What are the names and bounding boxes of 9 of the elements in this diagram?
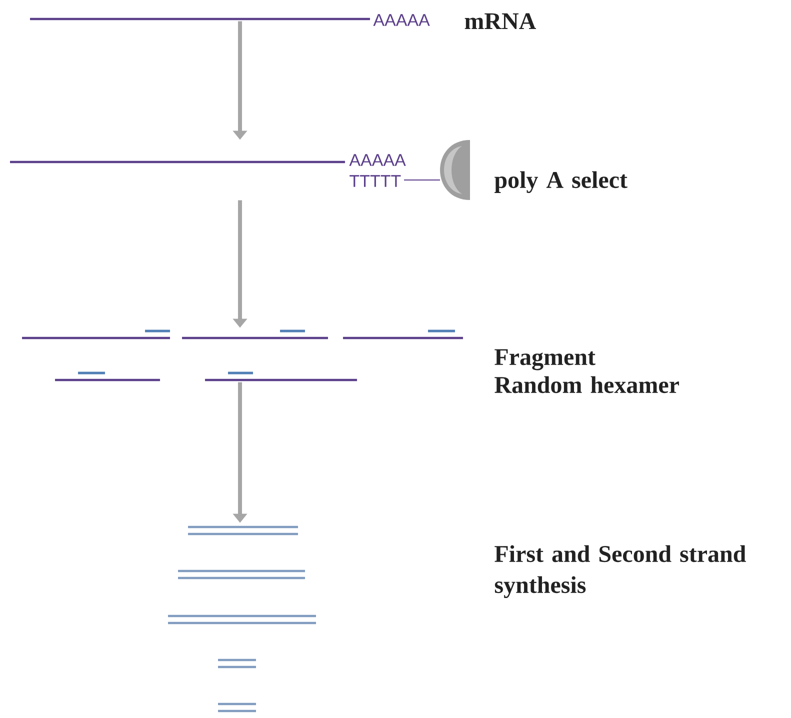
step-label: First and Second strand synthesis (494, 545, 746, 598)
mrna-strand-drawing (30, 18, 370, 20)
seq-text: TTTTT (350, 175, 401, 187)
fragments-drawing (22, 330, 463, 382)
double-strand-drawing (168, 526, 316, 712)
step-label: mRNA (464, 13, 536, 30)
step-label: Random hexamer (494, 376, 679, 394)
bead-capture-drawing (10, 140, 470, 200)
seq-text: AAAAA (349, 154, 406, 166)
